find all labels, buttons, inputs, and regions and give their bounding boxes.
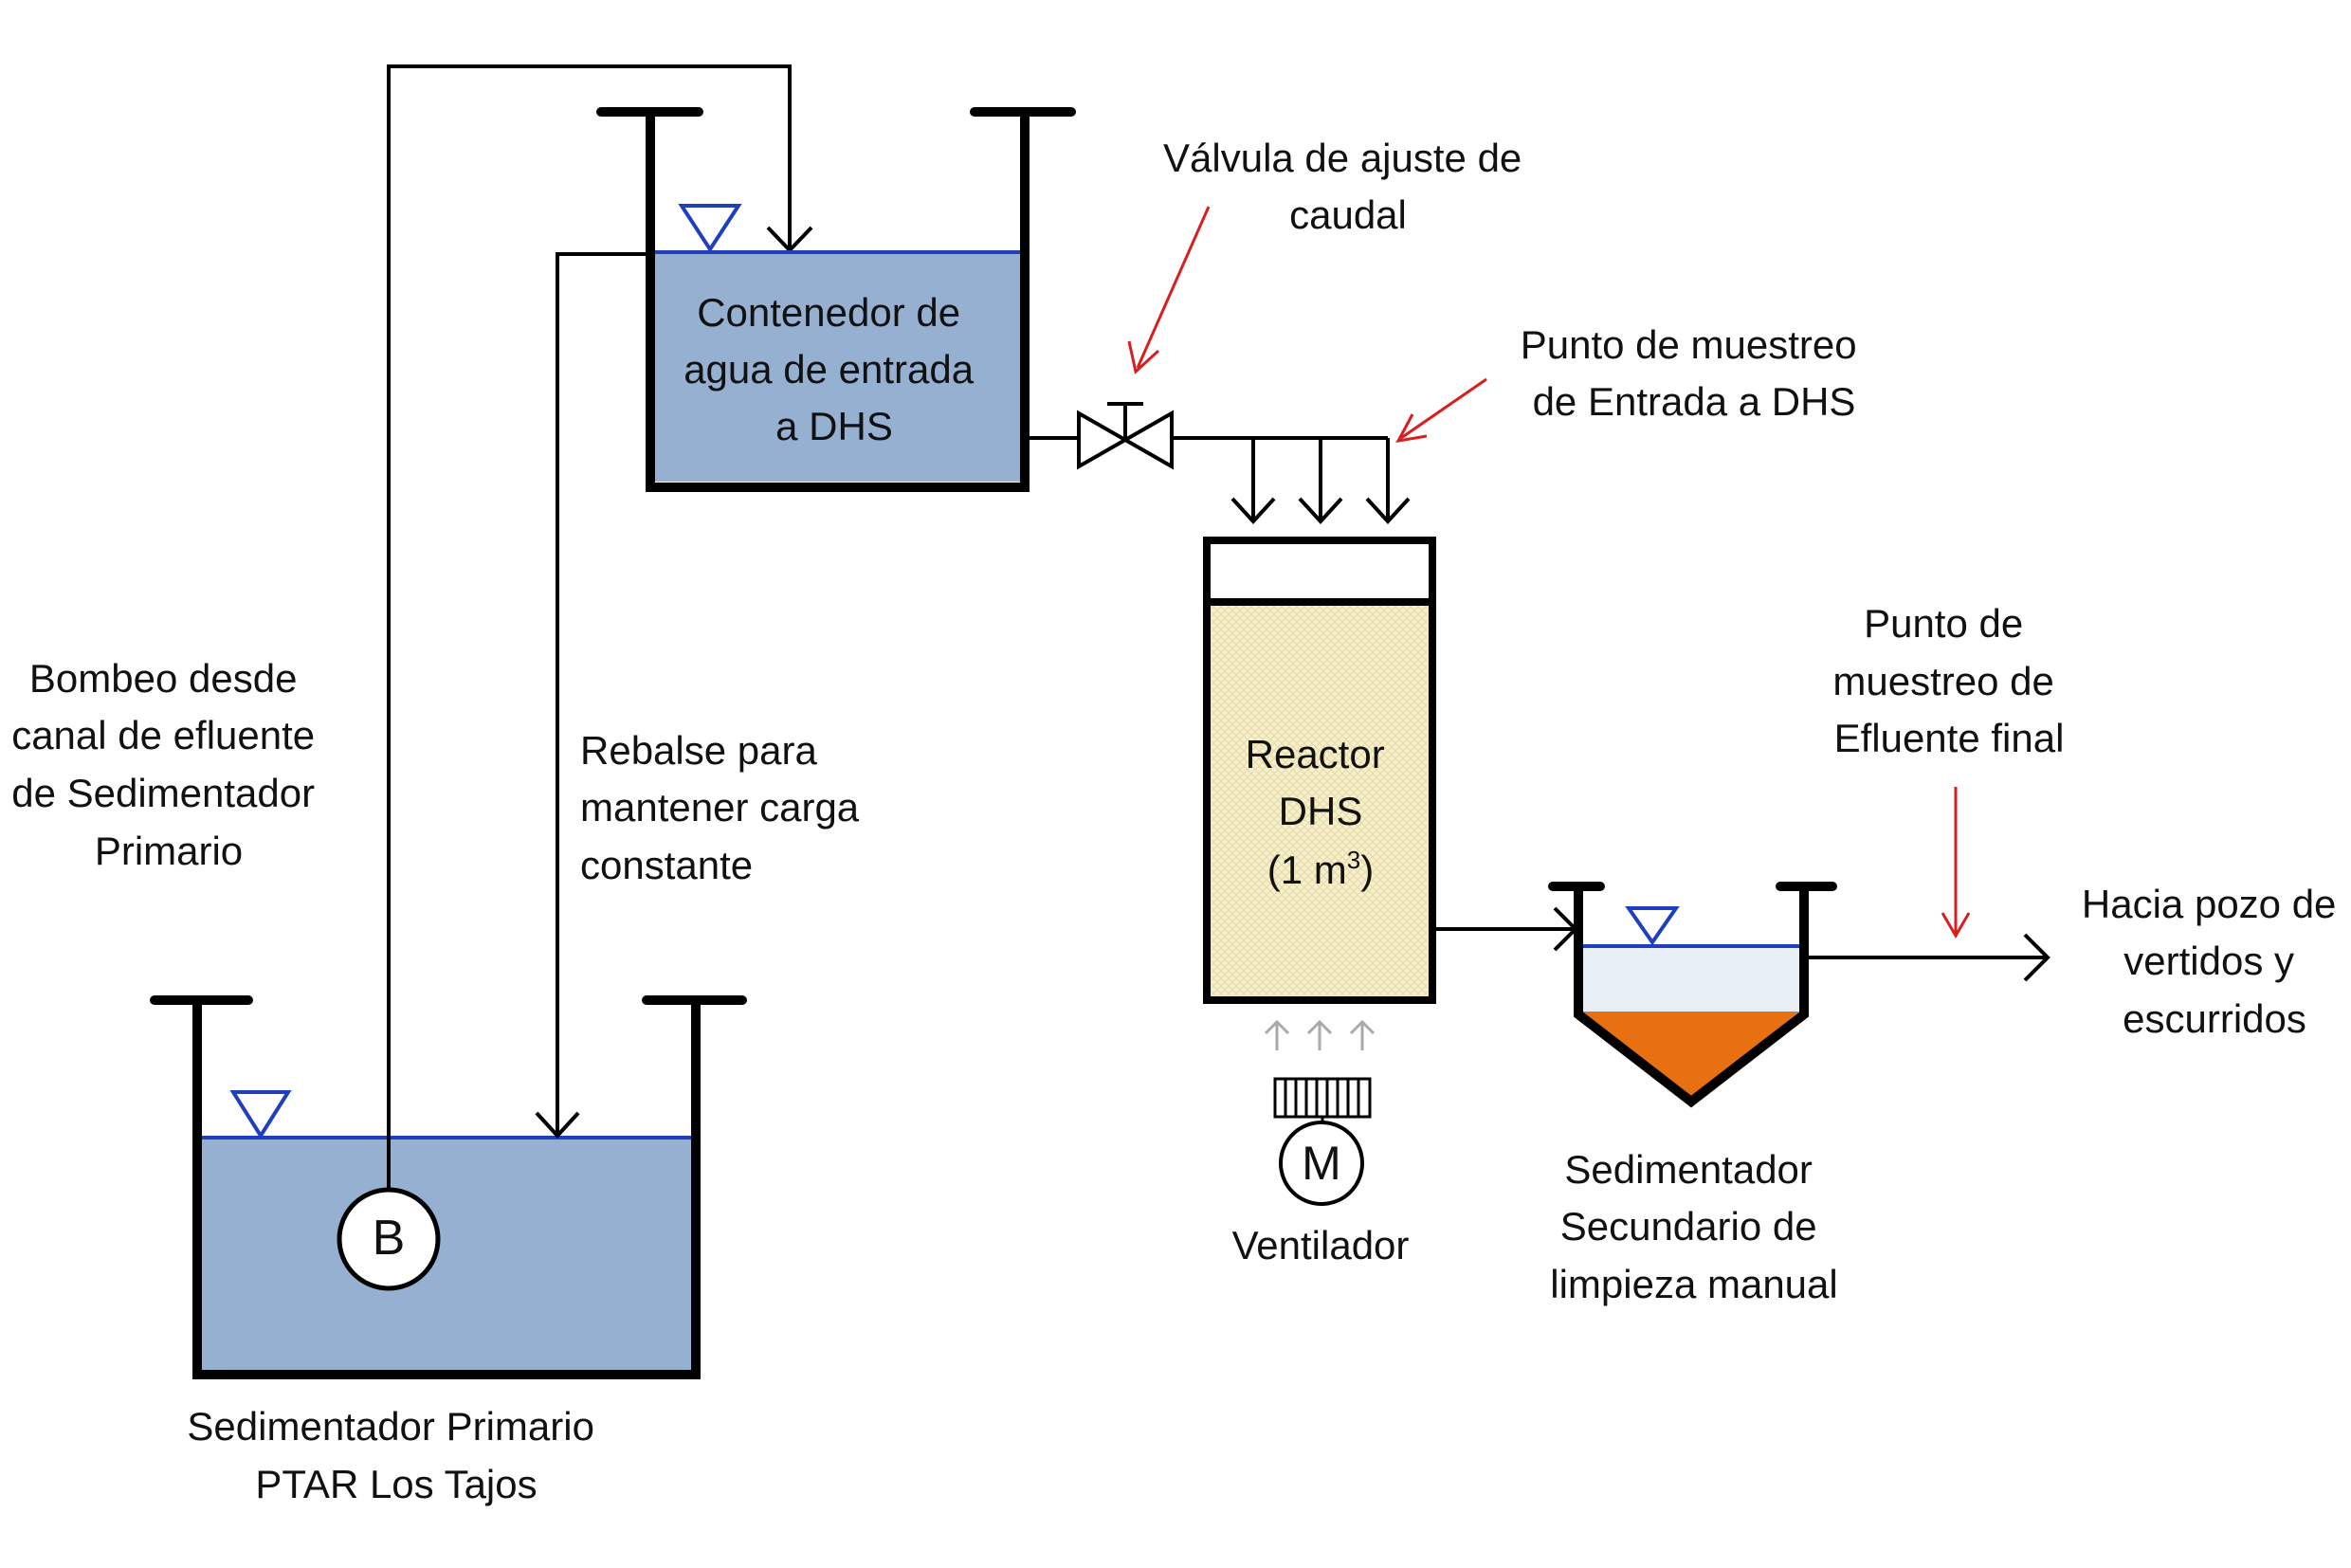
- distributor-drops: [1230, 438, 1411, 524]
- dhs-reactor: [1203, 537, 1436, 1004]
- discharge-label: Hacia pozo de vertidos y escurridos: [2082, 882, 2347, 1041]
- valve-left-triangle: [1077, 410, 1130, 470]
- inlet-container-water: [650, 252, 1020, 482]
- secondary-settler: [1548, 882, 1837, 1108]
- primary-settler-tank: B: [150, 995, 747, 1379]
- primary-settler-label: Sedimentador Primario PTAR Los Tajos: [187, 1404, 605, 1506]
- fan-grille: [1273, 1077, 1372, 1119]
- overflow-label: Rebalse para mantener carga constante: [580, 728, 870, 887]
- inlet-sampling-annotation-arrow: [1395, 377, 1487, 443]
- primary-settler-level-marker: [229, 1090, 292, 1140]
- pump-symbol: B: [373, 1211, 406, 1266]
- overflow-line: [556, 252, 650, 1136]
- reactor-label: Reactor DHS: [1246, 732, 1396, 833]
- reactor-media: [1203, 598, 1436, 1004]
- fan: M: [1273, 1077, 1372, 1206]
- valve-right-triangle: [1121, 410, 1174, 470]
- reactor-volume-label: (1 m3): [1267, 846, 1374, 892]
- pump-line: [387, 64, 792, 1190]
- inlet-container-label: Contenedor de agua de entrada a DHS: [683, 290, 985, 448]
- primary-settler-walls: [192, 1000, 701, 1379]
- inlet-container-walls: [646, 112, 1030, 492]
- inlet-container-tank: [596, 107, 1076, 492]
- air-flow-arrows: [1264, 1019, 1376, 1050]
- secondary-settler-sludge: [1581, 1012, 1799, 1098]
- inlet-sampling-label: Punto de muestreo de Entrada a DHS: [1521, 322, 1868, 424]
- overflow-line-arrowhead: [535, 1111, 580, 1139]
- fan-motor-circle: [1279, 1121, 1364, 1206]
- reactor-top-chamber: [1203, 537, 1436, 606]
- fan-motor-symbol: M: [1302, 1137, 1341, 1190]
- fan-label: Ventilador: [1232, 1223, 1410, 1267]
- secondary-settler-clear-water: [1581, 948, 1799, 1012]
- effluent-sampling-annotation-arrow: [1941, 787, 1971, 939]
- secondary-settler-label: Sedimentador Secundario de limpieza manu…: [1550, 1147, 1837, 1306]
- valve-label: Válvula de ajuste de caudal: [1163, 136, 1533, 237]
- inlet-container-level-marker: [678, 204, 742, 253]
- effluent-sampling-label: Punto de muestreo de Efluente final: [1832, 601, 2065, 760]
- primary-settler-water: [202, 1138, 691, 1370]
- flow-adjust-valve: [1077, 402, 1174, 470]
- discharge-arrowhead: [2023, 933, 2050, 982]
- valve-annotation-arrow: [1127, 206, 1211, 374]
- pumping-label: Bombeo desde canal de efluente de Sedime…: [11, 656, 326, 873]
- secondary-settler-level-marker: [1625, 906, 1680, 946]
- secondary-settler-walls: [1574, 886, 1809, 1108]
